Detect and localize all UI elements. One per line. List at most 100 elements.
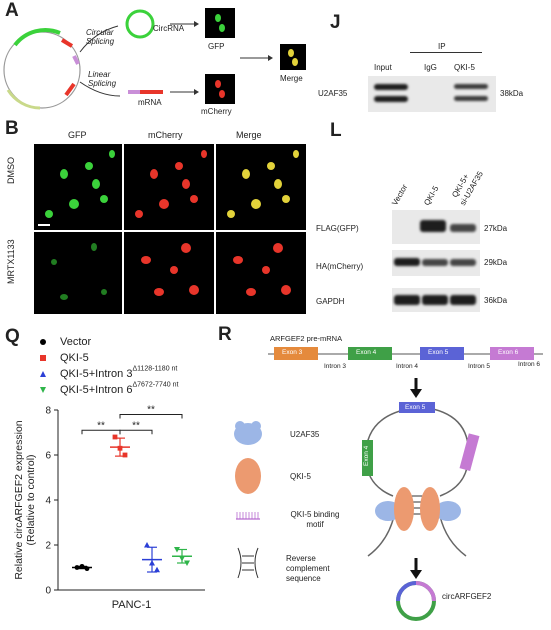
panel-label-b: B [5,118,19,139]
circrna-label: CircRNA [153,24,185,33]
motif-icon [236,512,260,520]
panel-label-a: A [5,0,19,21]
circle-marker-icon [40,339,46,345]
legend-vector: Vector [40,332,91,350]
micrograph-dmso-merge [216,144,306,230]
mrna-label: mRNA [138,98,162,107]
merge-thumbnail [280,44,306,70]
panel-label-l: L [330,120,342,141]
significance-label: ** [97,420,105,431]
micrograph-mrtx-gfp [34,232,122,314]
lane-input: Input [374,63,392,72]
merge-label: Merge [280,74,303,83]
circular-label: Circular [86,28,114,37]
micrograph-mrtx-merge [216,232,306,314]
exon4-box [348,347,392,360]
exon3-label: Exon 3 [282,349,303,356]
gfp-thumbnail [205,8,235,38]
data-point [144,542,150,548]
triangle-up-marker-icon [40,371,46,377]
data-point [79,563,85,569]
triangle-down-marker-icon [40,387,46,393]
lane-vector: Vector [390,182,410,207]
intron3-label: Intron 3 [324,363,347,370]
exon4-label: Exon 4 [356,349,377,356]
loop-exon4-label: Exon 4 [363,445,370,466]
data-point [117,445,123,451]
panel-j: IP Input IgG QKI-5 U2AF35 38kDa [310,36,550,126]
exon5-label: Exon 5 [428,349,449,356]
blot-ha [392,250,480,276]
exon6-label: Exon 6 [498,349,519,356]
qki5-icon [235,458,261,494]
y-tick-label: 8 [45,406,51,417]
row-label-flag: FLAG(GFP) [316,224,359,233]
linear-label: Linear [88,70,111,79]
panel-label-r: R [218,324,232,345]
exon3-box [274,347,318,360]
row-label-mrtx1133: MRTX1133 [6,239,16,284]
y-axis-label: Relative circARFGEF2 expression(Relative… [13,420,37,579]
loop-exon4 [362,440,373,476]
col-header-gfp: GFP [68,130,87,140]
panel-a: Circular Splicing Linear Splicing CircRN… [0,0,320,120]
significance-bracket [119,414,183,419]
y-tick-label: 4 [45,496,51,507]
pre-mrna-title: ARFGEF2 pre-mRNA [270,334,343,343]
data-point [84,566,90,572]
gfp-label: GFP [208,42,225,51]
mw-36kda: 36kDa [484,296,508,305]
exon6-box [490,347,534,360]
loop-exon6 [459,433,480,471]
col-header-merge: Merge [236,130,262,140]
significance-bracket [119,429,153,435]
panel-label-q: Q [5,326,20,347]
micrograph-dmso-gfp [34,144,122,230]
row-label-dmso: DMSO [6,157,16,184]
splicing-label-1: Splicing [86,37,115,46]
intron5-label: Intron 5 [468,363,491,370]
significance-label: ** [147,405,155,416]
mw-27kda: 27kDa [484,224,508,233]
reverse-complement-icon [237,547,259,579]
panel-r: ARFGEF2 pre-mRNA [218,326,551,630]
data-point [174,547,180,553]
x-axis-label: PANC-1 [112,599,152,611]
intron6-label: Intron 6 [518,361,541,368]
data-point [74,565,80,570]
micrograph-dmso-mcherry [124,144,214,230]
row-label-ha: HA(mCherry) [316,262,364,271]
data-point [154,566,160,573]
legend-qki5: QKI-5 [40,348,89,366]
protein-u2af35: U2AF35 [318,89,348,98]
data-point [149,560,155,566]
square-marker-icon [40,355,46,361]
legend-motif: QKI-5 binding motif [290,510,340,529]
u2af35-icon [234,421,262,445]
lane-qki5: QKI-5 [454,63,475,72]
panel-label-j: J [330,12,341,33]
row-label-gapdh: GAPDH [316,297,345,306]
micrograph-mrtx-mcherry [124,232,214,314]
mw-38kda: 38kDa [500,89,524,98]
blot-flag [392,210,480,244]
lane-qki5: QKI-5 [422,184,441,207]
splicing-label-2: Splicing [88,79,117,88]
legend-u2af35: U2AF35 [290,430,320,439]
intron4-label: Intron 4 [396,363,419,370]
panel-b: GFP mCherry Merge DMSO MRTX1133 [0,124,310,314]
data-point [122,452,128,458]
ip-label: IP [438,42,446,51]
y-tick-label: 2 [45,541,51,552]
data-point [179,556,185,562]
circarfgef2-label: circARFGEF2 [442,592,492,601]
legend-qki5: QKI-5 [290,472,311,481]
mcherry-thumbnail [205,74,235,104]
lane-igg: IgG [424,63,437,72]
y-tick-label: 0 [45,586,51,597]
panel-a-diagram [3,9,273,110]
mcherry-label: mCherry [201,107,232,116]
mechanism-diagram [234,347,543,621]
blot-u2af35 [368,76,496,112]
